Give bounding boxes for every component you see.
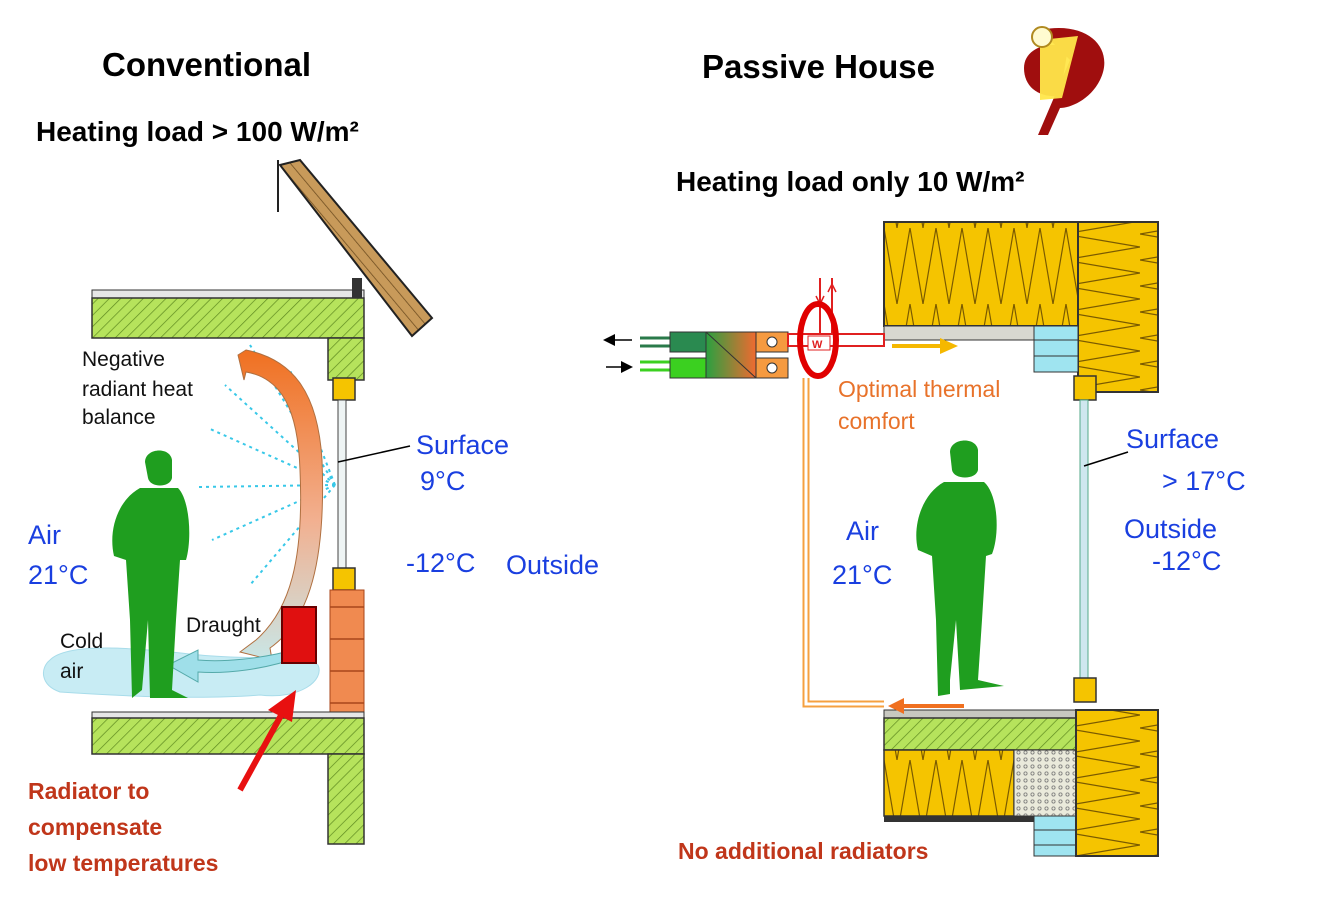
heat-recovery-ventilation-unit: W <box>603 278 885 379</box>
roof-section <box>277 158 434 338</box>
passive-outside-temp: -12°C <box>1152 546 1222 576</box>
surface-leader-line <box>337 445 411 463</box>
person-icon-left <box>112 450 190 698</box>
conventional-title: Conventional <box>102 46 312 83</box>
radiator <box>281 606 317 664</box>
brick-wall <box>329 589 365 719</box>
return-air-arrow <box>888 698 964 714</box>
hrv-highlight-ring <box>797 301 839 379</box>
passive-heating-load: Heating load only 10 W/m² <box>676 166 1025 197</box>
surface-leader-line-right <box>1083 451 1129 467</box>
supply-air-arrow <box>892 338 958 354</box>
cold-air-line1: Cold <box>60 630 104 653</box>
passive-air-temp: 21°C <box>832 560 893 590</box>
radiator-caption-line3: low temperatures <box>28 850 219 876</box>
conventional-surface-temp: 9°C <box>420 466 466 496</box>
conventional-diagram <box>42 158 434 845</box>
passive-air-label: Air <box>846 516 879 546</box>
radiant-balance-line1: Negative <box>82 348 165 371</box>
floor-slab <box>91 711 365 845</box>
conventional-heating-load: Heating load > 100 W/m² <box>36 116 359 147</box>
radiator-caption-line2: compensate <box>28 814 163 840</box>
passive-house-title: Passive House <box>702 48 935 85</box>
conventional-outside-label: Outside <box>506 550 600 580</box>
passive-surface-temp: > 17°C <box>1162 466 1246 496</box>
conventional-air-temp: 21°C <box>28 560 89 590</box>
draught-arrow <box>166 647 303 683</box>
passive-window <box>1073 375 1097 703</box>
cold-air-line2: air <box>60 660 84 683</box>
person-icon-right <box>916 440 1004 696</box>
hrv-unit-text: W <box>812 339 823 351</box>
lower-insulated-section <box>883 709 1159 857</box>
comfort-label-line1: Optimal thermal <box>838 376 1001 402</box>
conventional-window <box>332 377 356 591</box>
passive-surface-label: Surface <box>1126 424 1220 454</box>
radiant-balance-line2: radiant heat <box>82 378 193 401</box>
ceiling-slab <box>91 278 365 381</box>
comfort-label-line2: comfort <box>838 408 915 434</box>
radiator-caption-line1: Radiator to <box>28 778 150 804</box>
conventional-air-label: Air <box>28 520 61 550</box>
passive-house-logo-icon <box>1024 26 1105 135</box>
conventional-surface-label: Surface <box>416 430 510 460</box>
passive-outside-label: Outside <box>1124 514 1218 544</box>
passive-diagram: W <box>603 26 1159 857</box>
draught-label: Draught <box>186 614 261 637</box>
conventional-outside-temp: -12°C <box>406 548 476 578</box>
radiant-balance-line3: balance <box>82 406 156 429</box>
no-radiators-caption: No additional radiators <box>678 838 929 864</box>
radiator-pointer-arrow <box>237 690 296 792</box>
upper-insulated-section <box>883 221 1159 393</box>
